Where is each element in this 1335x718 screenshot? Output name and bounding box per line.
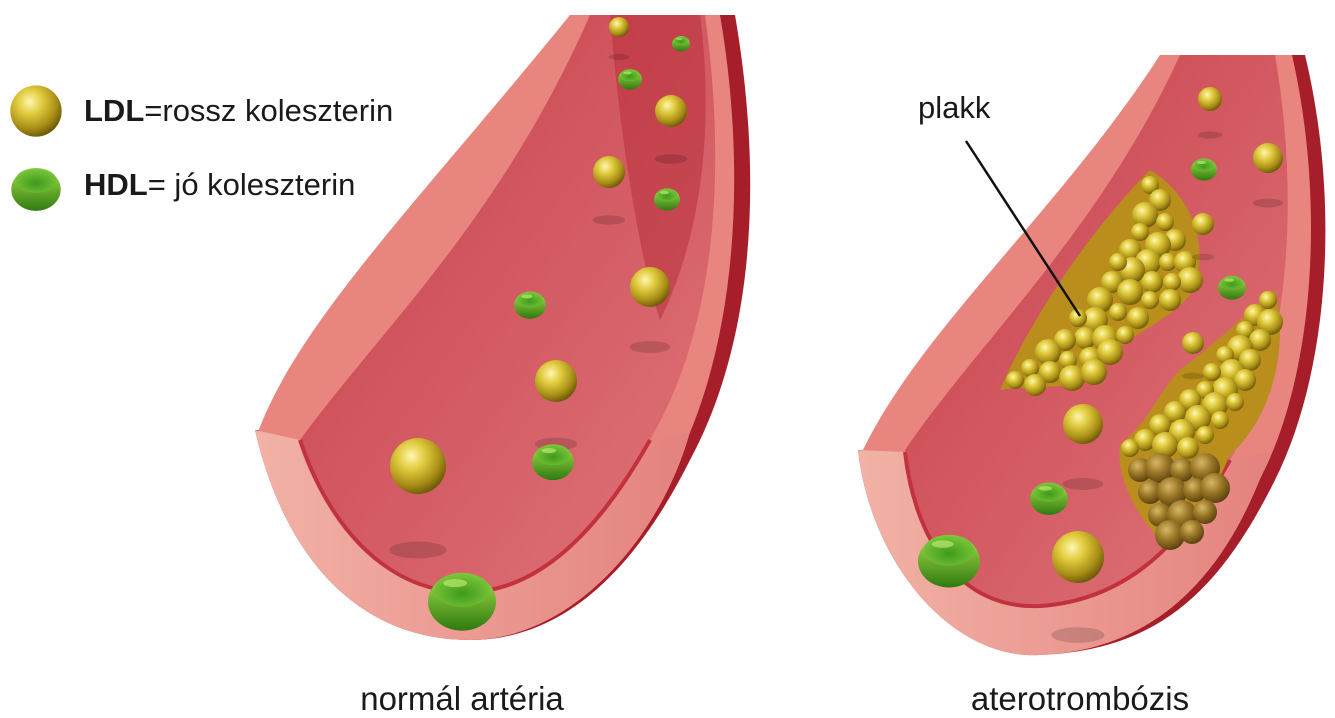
thrombus-particle bbox=[1180, 520, 1204, 544]
plaque-particle bbox=[1081, 359, 1107, 385]
thrombus-particle bbox=[1193, 500, 1217, 524]
plaque-particle bbox=[1006, 371, 1024, 389]
plaque-particle bbox=[1116, 326, 1134, 344]
legend-hdl-term: HDL bbox=[84, 167, 148, 202]
ldl-particle-icon bbox=[6, 83, 66, 139]
hdl-particle bbox=[1030, 483, 1068, 515]
hdl-particle bbox=[514, 292, 546, 319]
plaque-particle bbox=[1131, 223, 1149, 241]
plaque-particle bbox=[1127, 307, 1149, 329]
hdl-particle bbox=[1218, 276, 1246, 300]
hdl-particle bbox=[428, 573, 496, 631]
legend-ldl: LDL=rossz koleszterin bbox=[6, 83, 393, 139]
plaque-particle bbox=[1196, 426, 1214, 444]
plaque-particle bbox=[1163, 273, 1181, 291]
plaque-particle bbox=[1035, 339, 1061, 365]
caption-normal-artery: normál artéria bbox=[360, 680, 564, 718]
plaque-particle bbox=[1024, 374, 1046, 396]
legend-ldl-text: LDL=rossz koleszterin bbox=[84, 93, 393, 129]
plaque-label: plakk bbox=[918, 90, 990, 126]
legend-hdl-definition: = jó koleszterin bbox=[148, 167, 356, 202]
hdl-particle bbox=[618, 69, 642, 89]
plaque-particle bbox=[1141, 271, 1163, 293]
plaque-particle bbox=[1109, 253, 1127, 271]
plaque-particle bbox=[1159, 289, 1181, 311]
plaque-particle bbox=[1177, 437, 1199, 459]
plaque-particle bbox=[1121, 439, 1139, 457]
hdl-particle bbox=[672, 36, 690, 51]
plaque-particle bbox=[1211, 411, 1229, 429]
plaque-particle bbox=[1226, 393, 1244, 411]
plaque-particle bbox=[1141, 291, 1159, 309]
plaque-particle bbox=[1203, 363, 1221, 381]
plaque-particle bbox=[1177, 267, 1203, 293]
hdl-particle bbox=[918, 535, 980, 588]
plaque-particle bbox=[1109, 303, 1127, 321]
atherothrombosis-artery bbox=[858, 55, 1325, 655]
plaque-particle bbox=[1059, 365, 1085, 391]
hdl-particle bbox=[532, 444, 574, 480]
plaque-particle bbox=[1117, 279, 1143, 305]
legend-hdl-text: HDL= jó koleszterin bbox=[84, 167, 355, 203]
legend-hdl: HDL= jó koleszterin bbox=[6, 158, 355, 212]
thrombus-particle bbox=[1200, 473, 1230, 503]
caption-atherothrombosis: aterotrombózis bbox=[971, 680, 1189, 718]
legend-ldl-definition: =rossz koleszterin bbox=[144, 93, 393, 128]
hdl-particle bbox=[654, 189, 680, 211]
plaque-particle bbox=[1156, 213, 1174, 231]
legend-ldl-term: LDL bbox=[84, 93, 144, 128]
hdl-particle bbox=[1191, 159, 1217, 181]
hdl-particle-icon bbox=[6, 158, 66, 212]
